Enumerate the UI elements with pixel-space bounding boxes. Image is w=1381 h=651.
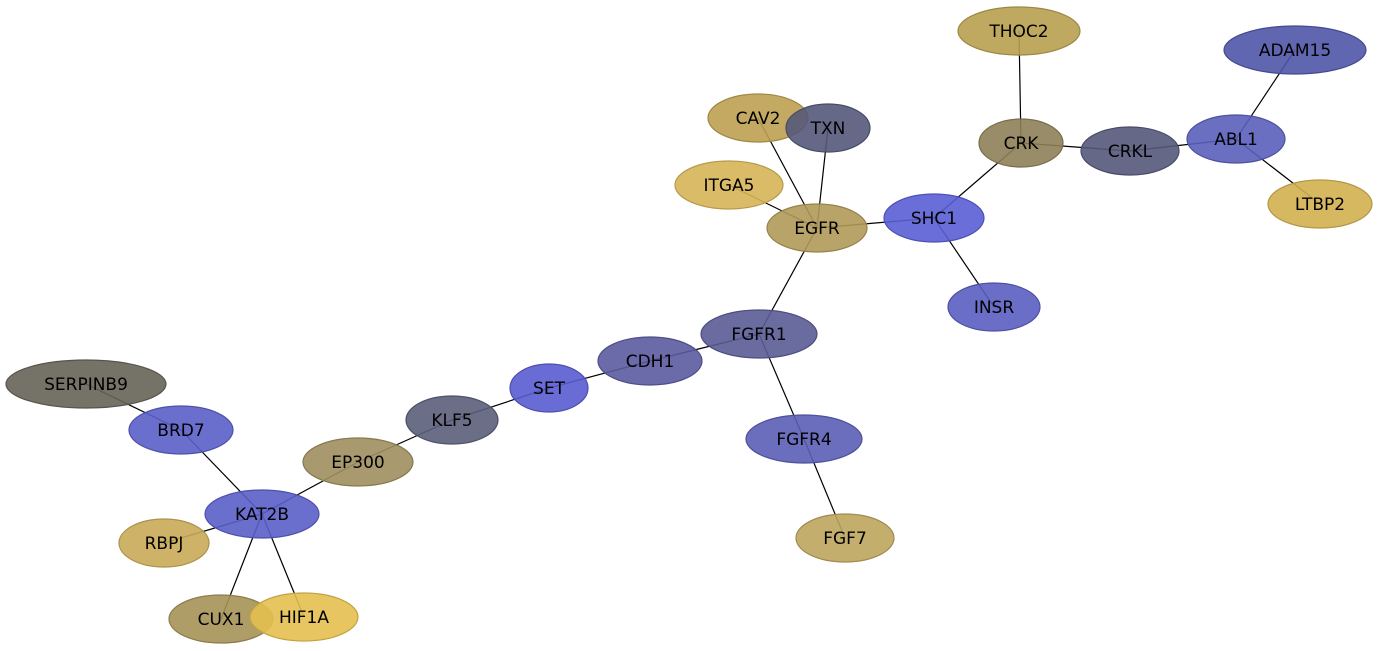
node-ellipse-crk [978, 118, 1064, 168]
node-ep300[interactable]: EP300 [302, 437, 414, 487]
node-label-rbpj: RBPJ [145, 534, 184, 554]
node-cdh1[interactable]: CDH1 [597, 336, 703, 386]
node-shc1[interactable]: SHC1 [883, 193, 985, 243]
node-ellipse-thoc2 [957, 6, 1081, 56]
node-label-cux1: CUX1 [198, 610, 245, 630]
node-ellipse-hif1a [249, 592, 359, 642]
node-ellipse-fgfr4 [745, 414, 863, 464]
node-fgfr1[interactable]: FGFR1 [700, 309, 818, 359]
node-label-crkl: CRKL [1108, 142, 1153, 162]
node-label-egfr: EGFR [794, 219, 840, 239]
node-label-itga5: ITGA5 [703, 176, 754, 196]
node-itga5[interactable]: ITGA5 [674, 160, 784, 210]
node-label-crk: CRK [1004, 134, 1040, 154]
node-thoc2[interactable]: THOC2 [957, 6, 1081, 56]
node-ellipse-serpinb9 [5, 359, 167, 409]
node-cav2[interactable]: CAV2 [707, 93, 809, 143]
node-label-brd7: BRD7 [157, 421, 204, 441]
node-ellipse-shc1 [883, 193, 985, 243]
node-ellipse-txn [785, 103, 871, 153]
node-ellipse-brd7 [128, 405, 234, 455]
node-label-set: SET [533, 379, 566, 399]
node-ellipse-insr [947, 282, 1041, 332]
node-ellipse-fgf7 [795, 513, 895, 563]
node-label-cav2: CAV2 [736, 109, 781, 129]
node-cux1[interactable]: CUX1 [168, 594, 274, 644]
node-ellipse-egfr [766, 203, 868, 253]
node-label-serpinb9: SERPINB9 [44, 375, 128, 395]
node-crkl[interactable]: CRKL [1080, 126, 1180, 176]
node-egfr[interactable]: EGFR [766, 203, 868, 253]
node-rbpj[interactable]: RBPJ [118, 518, 210, 568]
node-label-kat2b: KAT2B [235, 505, 289, 525]
node-label-adam15: ADAM15 [1259, 41, 1331, 61]
node-label-fgf7: FGF7 [823, 529, 867, 549]
node-ellipse-abl1 [1186, 114, 1286, 164]
node-label-ltbp2: LTBP2 [1295, 195, 1345, 215]
node-fgfr4[interactable]: FGFR4 [745, 414, 863, 464]
node-ellipse-crkl [1080, 126, 1180, 176]
node-ellipse-kat2b [204, 489, 320, 539]
node-ellipse-itga5 [674, 160, 784, 210]
node-label-fgfr1: FGFR1 [731, 325, 786, 345]
node-kat2b[interactable]: KAT2B [204, 489, 320, 539]
node-label-insr: INSR [974, 298, 1015, 318]
node-set[interactable]: SET [509, 363, 589, 413]
node-ltbp2[interactable]: LTBP2 [1267, 179, 1373, 229]
node-ellipse-ltbp2 [1267, 179, 1373, 229]
node-ellipse-klf5 [405, 395, 499, 445]
node-ellipse-adam15 [1223, 25, 1367, 75]
node-label-thoc2: THOC2 [988, 22, 1048, 42]
node-hif1a[interactable]: HIF1A [249, 592, 359, 642]
node-crk[interactable]: CRK [978, 118, 1064, 168]
node-ellipse-ep300 [302, 437, 414, 487]
node-fgf7[interactable]: FGF7 [795, 513, 895, 563]
node-ellipse-rbpj [118, 518, 210, 568]
node-label-abl1: ABL1 [1214, 130, 1258, 150]
node-label-fgfr4: FGFR4 [776, 430, 831, 450]
node-insr[interactable]: INSR [947, 282, 1041, 332]
node-klf5[interactable]: KLF5 [405, 395, 499, 445]
node-abl1[interactable]: ABL1 [1186, 114, 1286, 164]
node-ellipse-set [509, 363, 589, 413]
node-brd7[interactable]: BRD7 [128, 405, 234, 455]
node-ellipse-fgfr1 [700, 309, 818, 359]
node-label-ep300: EP300 [331, 453, 384, 473]
node-label-txn: TXN [810, 119, 846, 139]
node-ellipse-cdh1 [597, 336, 703, 386]
node-label-klf5: KLF5 [431, 411, 472, 431]
node-serpinb9[interactable]: SERPINB9 [5, 359, 167, 409]
node-adam15[interactable]: ADAM15 [1223, 25, 1367, 75]
node-label-cdh1: CDH1 [626, 352, 675, 372]
node-label-hif1a: HIF1A [279, 608, 329, 628]
node-label-shc1: SHC1 [911, 209, 957, 229]
node-txn[interactable]: TXN [785, 103, 871, 153]
